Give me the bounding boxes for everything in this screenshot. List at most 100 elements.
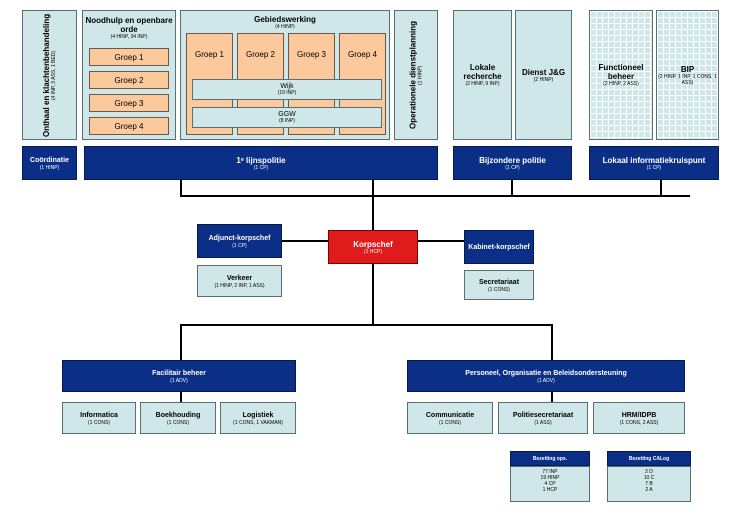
dienst-sub: (2 HINP) bbox=[533, 76, 554, 83]
legend-ops-row: 4 CP bbox=[544, 481, 556, 487]
politie-title: Politiesecretariaat bbox=[512, 411, 574, 419]
dienst-jg-box: Dienst J&G (2 HINP) bbox=[515, 10, 572, 140]
politiesecretariaat-box: Politiesecretariaat (1 ASS) bbox=[498, 402, 588, 434]
functioneel-sub: (2 HINP, 2 ASS) bbox=[603, 81, 639, 87]
eerstelijn-sub: (1 CP) bbox=[253, 164, 269, 171]
personeel-sub: (1 ADV) bbox=[537, 377, 555, 384]
informatica-title: Informatica bbox=[80, 411, 118, 419]
lokaal-bar: Lokaal informatiekruispunt (1 CP) bbox=[589, 146, 719, 180]
korpschef-sub: (1 HCP) bbox=[363, 248, 383, 255]
legend-calog-row: 2 D bbox=[645, 469, 653, 475]
connector bbox=[180, 195, 690, 197]
legend-calog-body: 2 D 10 C 7 B 2 A bbox=[607, 466, 691, 502]
adjunct-box: Adjunct-korpschef (1 CP) bbox=[197, 224, 282, 258]
communicatie-box: Communicatie (1 CONS) bbox=[407, 402, 493, 434]
coordinatie-bar: Coördinatie (1 HINP) bbox=[22, 146, 77, 180]
eerstelijn-title: 1ᵉ lijnspolitie bbox=[236, 155, 286, 165]
boekhouding-title: Boekhouding bbox=[155, 411, 201, 419]
boekhouding-sub: (1 CONS) bbox=[167, 419, 189, 426]
personeel-title: Personeel, Organisatie en Beleidsonderst… bbox=[465, 369, 627, 377]
adjunct-title: Adjunct-korpschef bbox=[208, 234, 271, 242]
noodhulp-group-1: Groep 1 bbox=[89, 48, 169, 66]
lokale-recherche-box: Lokale recherche (2 HINP, 9 INP) bbox=[453, 10, 512, 140]
legend-ops-header: Bezetting ops. bbox=[510, 451, 590, 466]
noodhulp-sub: (4 HINP, 34 INP) bbox=[110, 33, 148, 40]
bijzondere-title: Bijzondere politie bbox=[479, 155, 546, 165]
logistiek-sub: (1 CONS, 1 VAKMAN) bbox=[233, 419, 283, 426]
legend-calog-row: 2 A bbox=[645, 487, 653, 493]
eerstelijn-bar: 1ᵉ lijnspolitie (1 CP) bbox=[84, 146, 438, 180]
lokaal-title: Lokaal informatiekruispunt bbox=[602, 155, 706, 165]
connector bbox=[551, 324, 553, 360]
gebiedswerking-sub: (4 HINP) bbox=[275, 23, 295, 30]
coordinatie-sub: (1 HINP) bbox=[39, 164, 60, 171]
secretariaat-title: Secretariaat bbox=[478, 278, 520, 286]
verkeer-sub: (1 HINP, 2 INP, 1 ASS) bbox=[214, 282, 265, 289]
lokale-title: Lokale recherche bbox=[463, 63, 502, 81]
verkeer-box: Verkeer (1 HINP, 2 INP, 1 ASS) bbox=[197, 265, 282, 297]
facilitair-sub: (1 ADV) bbox=[170, 377, 188, 384]
legend-ops-body: 77 INP 19 HINP 4 CP 1 HCP bbox=[510, 466, 590, 502]
personeel-bar: Personeel, Organisatie en Beleidsonderst… bbox=[407, 360, 685, 392]
logistiek-title: Logistiek bbox=[242, 411, 274, 419]
wijk-title: Wijk bbox=[280, 83, 294, 90]
legend-calog-row: 7 B bbox=[645, 481, 653, 487]
wijk-sub: (19 INP) bbox=[277, 90, 297, 96]
onthaal-sub: (4 INP, 3 ASS, 1 BED) bbox=[51, 50, 57, 100]
connector bbox=[180, 180, 182, 196]
secretariaat-sub: (1 CONS) bbox=[488, 286, 510, 293]
connector bbox=[511, 180, 513, 196]
connector bbox=[180, 324, 552, 326]
communicatie-title: Communicatie bbox=[425, 411, 475, 419]
bijzondere-sub: (1 CP) bbox=[505, 164, 520, 171]
noodhulp-group-3: Groep 3 bbox=[89, 94, 169, 112]
connector bbox=[660, 180, 662, 196]
operationele-box: Operationele dienstplanning (1 HINP) bbox=[394, 10, 438, 140]
hrm-sub: (1 CONS, 2 ASS) bbox=[619, 419, 659, 426]
legend-ops-title: Bezetting ops. bbox=[532, 455, 568, 462]
korpschef-box: Korpschef (1 HCP) bbox=[328, 230, 418, 264]
korpschef-title: Korpschef bbox=[353, 239, 393, 249]
hrm-title: HRM/IDPB bbox=[621, 411, 657, 419]
coordinatie-title: Coördinatie bbox=[30, 156, 69, 164]
dienst-title: Dienst J&G bbox=[521, 67, 566, 77]
legend-calog-title: Bezetting CALog bbox=[628, 455, 670, 462]
ggw-sub: (8 INP) bbox=[279, 118, 295, 124]
informatica-sub: (1 CONS) bbox=[88, 419, 110, 426]
hrm-box: HRM/IDPB (1 CONS, 2 ASS) bbox=[593, 402, 685, 434]
verkeer-title: Verkeer bbox=[226, 274, 253, 282]
politie-sub: (1 ASS) bbox=[534, 419, 552, 426]
adjunct-sub: (1 CP) bbox=[232, 242, 247, 249]
connector bbox=[551, 392, 553, 402]
operationele-sub: (1 HINP) bbox=[417, 65, 424, 85]
bijzondere-bar: Bijzondere politie (1 CP) bbox=[453, 146, 572, 180]
functioneel-box: Functioneel beheer (2 HINP, 2 ASS) bbox=[589, 10, 653, 140]
facilitair-title: Facilitair beheer bbox=[152, 369, 206, 377]
ggw-title: GGW bbox=[278, 111, 296, 118]
facilitair-bar: Facilitair beheer (1 ADV) bbox=[62, 360, 296, 392]
legend-calog-header: Bezetting CALog bbox=[607, 451, 691, 466]
informatica-box: Informatica (1 CONS) bbox=[62, 402, 136, 434]
lokaal-sub: (1 CP) bbox=[646, 164, 662, 171]
noodhulp-group-2: Groep 2 bbox=[89, 71, 169, 89]
bip-box: BIP (2 HINP, 1 INP, 1 CONS, 1 ASS) bbox=[656, 10, 719, 140]
logistiek-box: Logistiek (1 CONS, 1 VAKMAN) bbox=[220, 402, 296, 434]
legend-ops-row: 19 HINP bbox=[540, 475, 560, 481]
legend-ops-row: 1 HCP bbox=[542, 487, 558, 493]
secretariaat-box: Secretariaat (1 CONS) bbox=[464, 270, 534, 300]
legend-calog-row: 10 C bbox=[643, 475, 655, 481]
kabinet-title: Kabinet-korpschef bbox=[468, 243, 530, 251]
communicatie-sub: (1 CONS) bbox=[439, 419, 461, 426]
bip-title: BIP bbox=[680, 64, 695, 74]
onthaal-box: Onthaal en klachtenbehandeling (4 INP, 3… bbox=[22, 10, 77, 140]
wijk-box: Wijk (19 INP) bbox=[192, 79, 382, 100]
legend-ops-row: 77 INP bbox=[542, 469, 558, 475]
functioneel-title: Functioneel beheer bbox=[598, 63, 644, 81]
operationele-title: Operationele dienstplanning bbox=[408, 21, 418, 130]
ggw-box: GGW (8 INP) bbox=[192, 107, 382, 128]
connector bbox=[180, 392, 182, 402]
noodhulp-title: Noodhulp en openbare orde bbox=[85, 15, 173, 34]
bip-sub: (2 HINP, 1 INP, 1 CONS, 1 ASS) bbox=[658, 73, 717, 86]
noodhulp-group-4: Groep 4 bbox=[89, 117, 169, 135]
connector bbox=[180, 324, 182, 360]
